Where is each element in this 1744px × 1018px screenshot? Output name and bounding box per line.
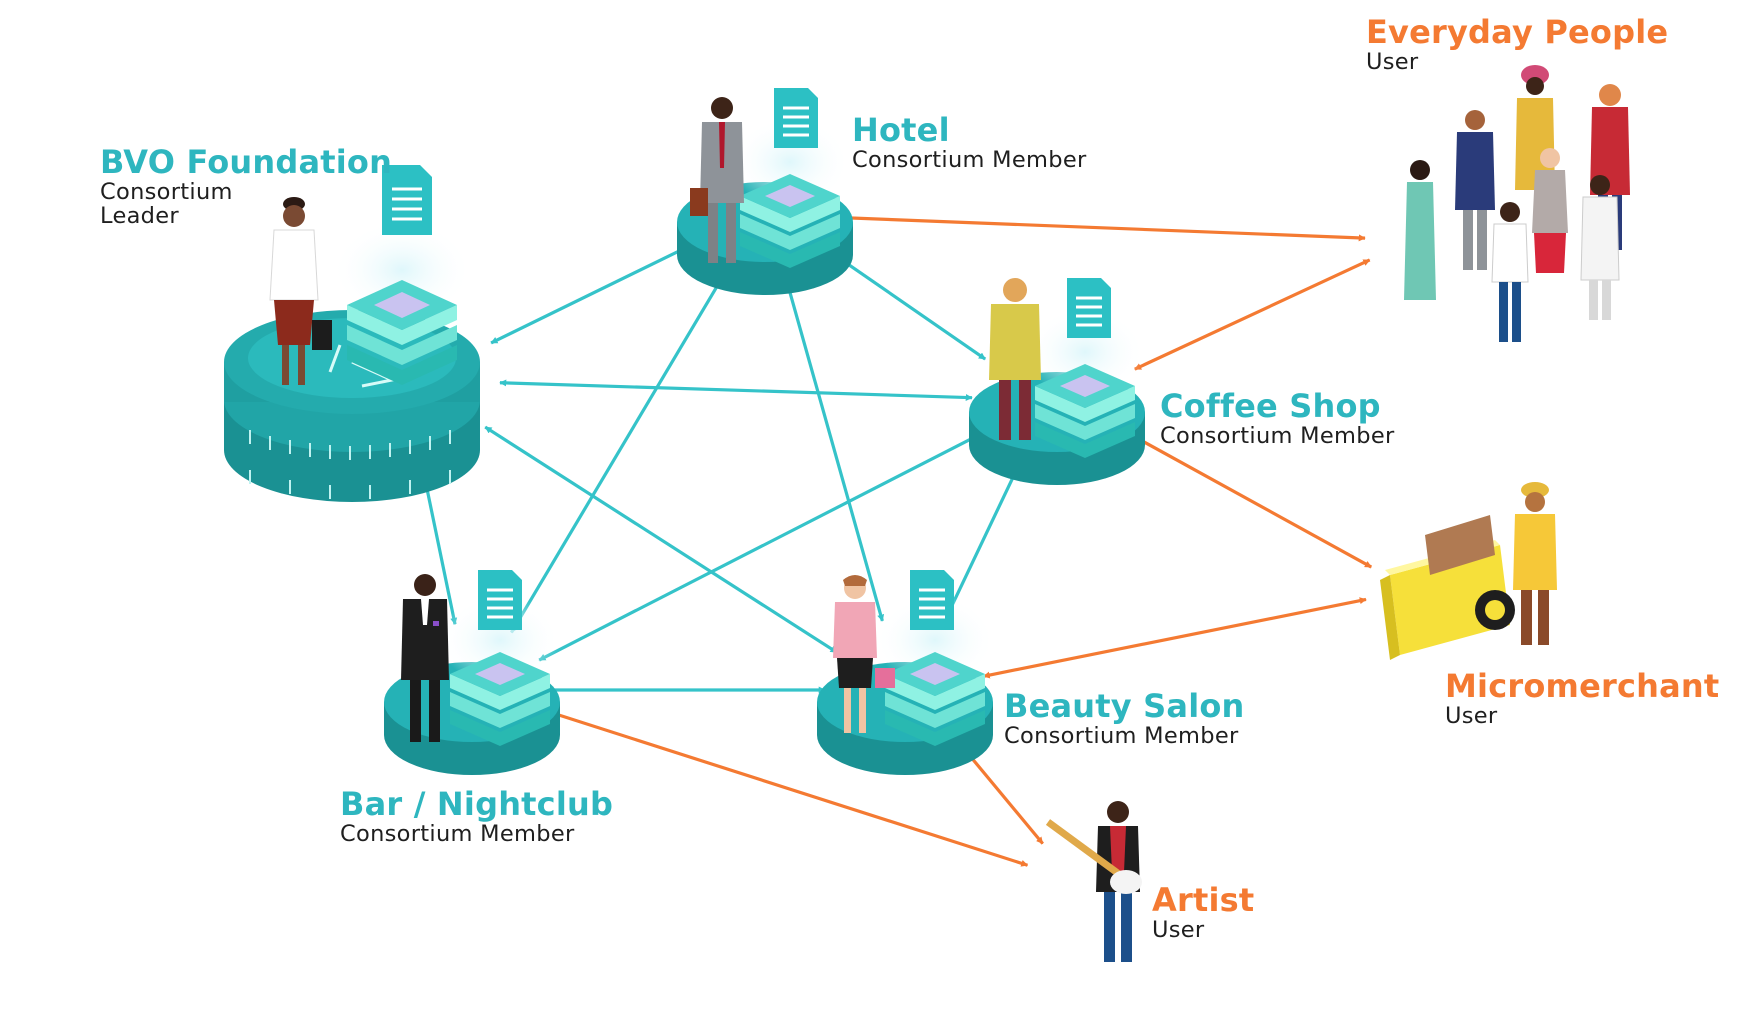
document-icon (910, 570, 954, 630)
node-title: Coffee Shop (1160, 387, 1381, 425)
node-title: Micromerchant (1445, 667, 1720, 705)
document-icon (478, 570, 522, 630)
everyday-people-node[interactable] (1404, 65, 1630, 342)
node-role: Consortium Member (1004, 722, 1239, 749)
connection-lines (420, 214, 1373, 867)
connection-coffee-people (1134, 258, 1371, 371)
connection-bvo-bar (420, 466, 458, 625)
node-title: Artist (1152, 881, 1255, 919)
connection-coffee-bar (538, 432, 982, 662)
connection-hotel-people (844, 214, 1366, 242)
coffee-shop-label: Coffee Shop Consortium Member (1160, 387, 1395, 449)
food-cart-icon (1380, 515, 1515, 660)
server-stack-icon (875, 595, 995, 746)
document-icon (774, 88, 818, 148)
server-stack-icon (730, 117, 850, 268)
everyday-people-label: Everyday People User (1366, 13, 1669, 75)
person-icon (1513, 482, 1557, 645)
document-icon (382, 165, 432, 235)
person-with-guitar-icon (1045, 801, 1142, 962)
node-role: Consortium Member (852, 146, 1087, 173)
artist-label: Artist User (1152, 881, 1255, 943)
bvo-foundation-node[interactable] (224, 165, 480, 502)
micromerchant-label: Micromerchant User (1445, 667, 1720, 729)
server-stack-icon (1025, 307, 1145, 458)
person-icon (401, 574, 449, 742)
node-title: Everyday People (1366, 13, 1669, 51)
connection-hotel-coffee (831, 252, 987, 361)
person-icon (690, 97, 744, 263)
connection-hotel-bar (509, 275, 725, 634)
node-role: User (1152, 916, 1205, 943)
node-role: Consortium (100, 178, 233, 205)
connection-salon-merchant (982, 597, 1367, 679)
node-title: Bar / Nightclub (340, 785, 614, 823)
bar-nightclub-node[interactable] (384, 570, 560, 775)
node-title: Beauty Salon (1004, 687, 1245, 725)
micromerchant-node[interactable] (1380, 482, 1557, 660)
server-stack-icon (332, 220, 472, 385)
people-group-icon (1404, 65, 1630, 342)
coffee-shop-node[interactable] (969, 278, 1145, 485)
artist-node[interactable] (1045, 801, 1142, 962)
person-icon (989, 278, 1041, 440)
beauty-salon-label: Beauty Salon Consortium Member (1004, 687, 1245, 749)
node-role: User (1366, 48, 1419, 75)
beauty-salon-node[interactable] (817, 570, 995, 775)
connection-bvo-hotel (490, 243, 693, 345)
document-icon (1067, 278, 1111, 338)
node-role: User (1445, 702, 1498, 729)
bvo-foundation-label: BVO Foundation Consortium Leader (100, 143, 393, 229)
person-icon (269, 197, 332, 385)
server-stack-icon (440, 595, 560, 746)
node-role: Leader (100, 202, 179, 229)
node-title: BVO Foundation (100, 143, 393, 181)
connection-hotel-salon (785, 283, 885, 622)
hotel-node[interactable] (677, 88, 853, 295)
hotel-label: Hotel Consortium Member (852, 111, 1087, 173)
node-role: Consortium Member (1160, 422, 1395, 449)
node-title: Hotel (852, 111, 950, 149)
connection-bvo-coffee (499, 379, 973, 401)
node-role: Consortium Member (340, 820, 575, 847)
connection-bar-artist (542, 708, 1029, 867)
connection-coffee-merchant (1131, 434, 1373, 569)
person-icon (833, 575, 895, 733)
bar-nightclub-label: Bar / Nightclub Consortium Member (340, 785, 614, 847)
